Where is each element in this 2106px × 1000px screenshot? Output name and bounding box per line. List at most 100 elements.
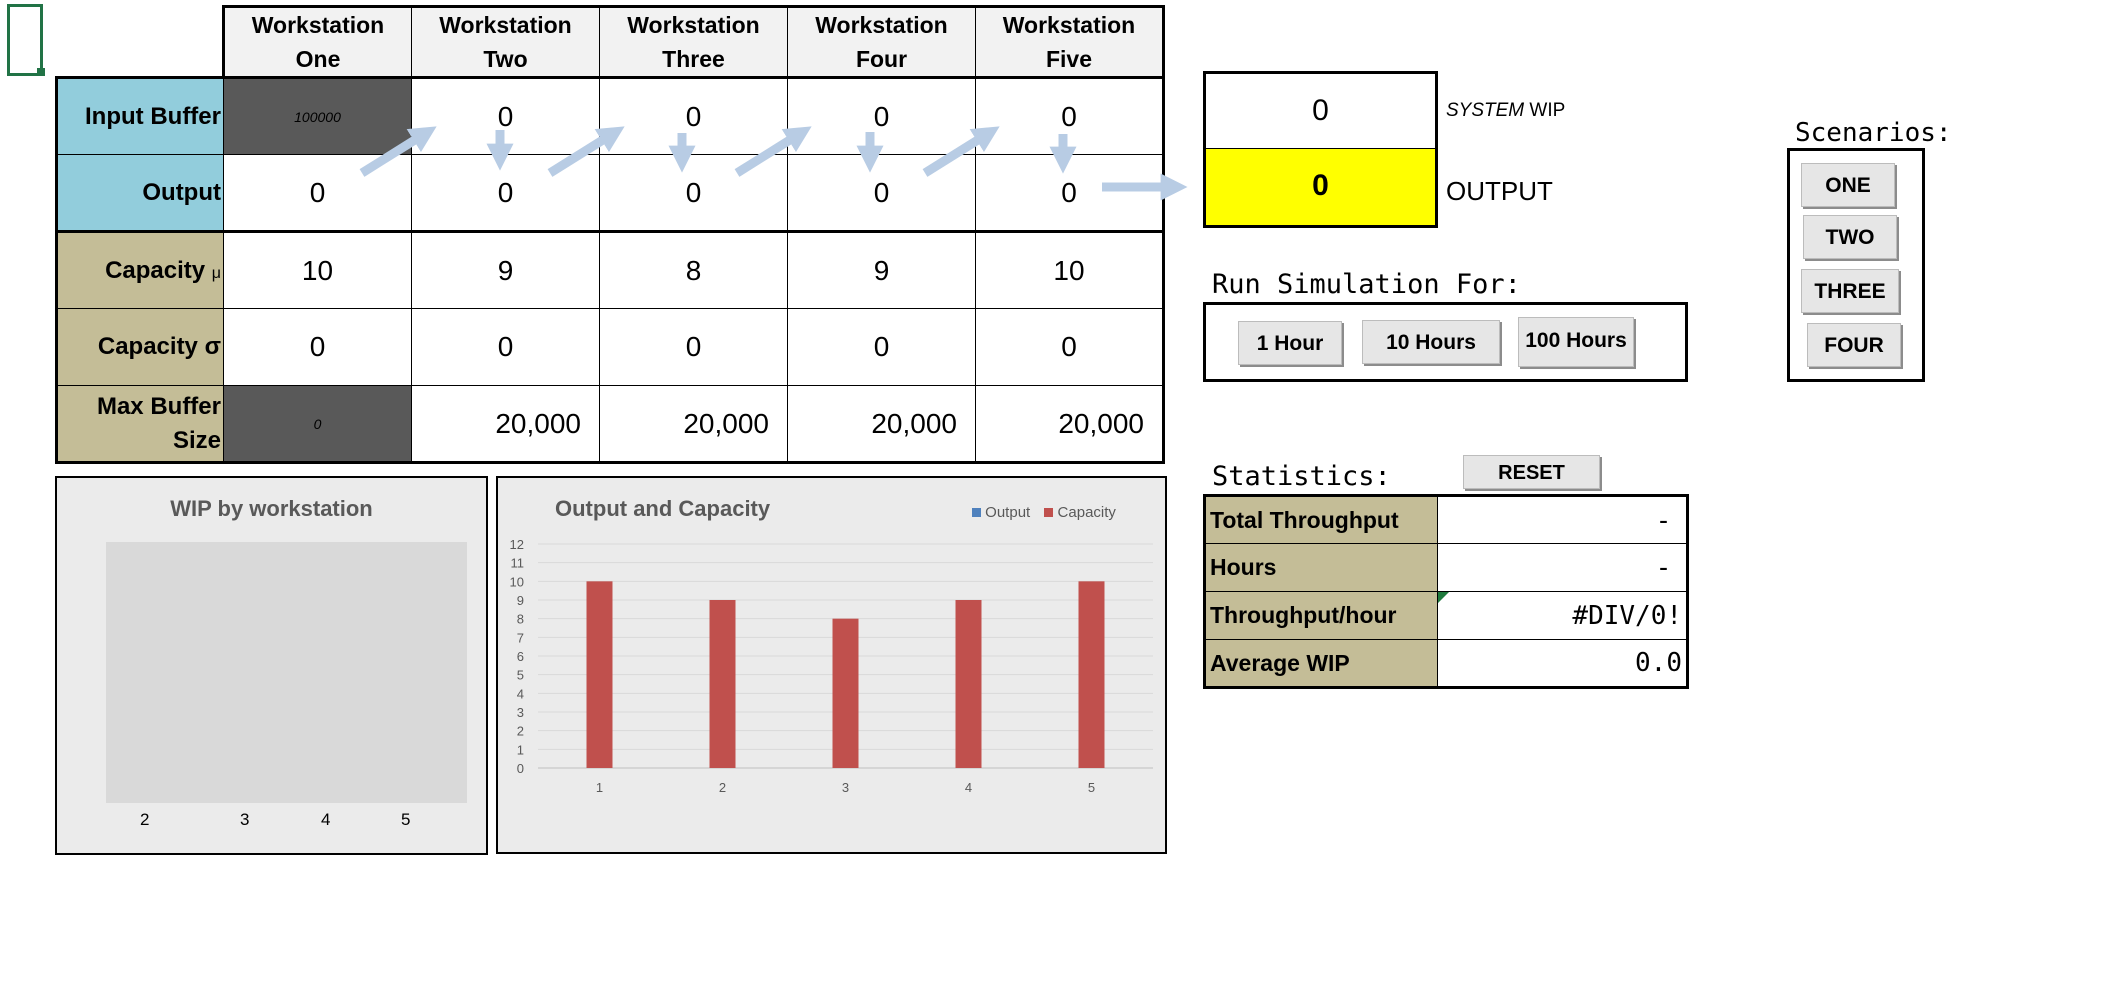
stat-label: Average WIP <box>1203 639 1438 689</box>
scenario-one-button[interactable]: ONE <box>1801 163 1895 207</box>
bar-capacity[interactable] <box>586 581 613 768</box>
wip-chart-x-tick: 2 <box>140 810 150 829</box>
selected-cell-indicator[interactable] <box>7 4 43 76</box>
legend-label-capacity: Capacity <box>1057 504 1116 521</box>
max-buffer-cell[interactable]: 20,000 <box>975 385 1165 464</box>
scenario-four-button[interactable]: FOUR <box>1807 323 1901 367</box>
input-buffer-cell[interactable]: 0 <box>411 76 600 155</box>
y-tick-label: 1 <box>517 742 524 757</box>
wip-chart-x-tick: 3 <box>240 810 250 829</box>
y-tick-label: 10 <box>510 574 524 589</box>
y-tick-label: 12 <box>510 537 524 552</box>
run-simulation-panel <box>1203 302 1688 382</box>
y-tick-label: 6 <box>517 649 524 664</box>
run-simulation-title: Run Simulation For: <box>1212 269 1521 300</box>
x-tick-label: 2 <box>719 780 726 795</box>
max-buffer-cell[interactable]: 20,000 <box>411 385 600 464</box>
y-tick-label: 4 <box>517 686 524 701</box>
max-buffer-cell[interactable]: 0 <box>223 385 412 464</box>
capacity-sigma-cell[interactable]: 0 <box>975 308 1165 386</box>
input-buffer-cell[interactable]: 0 <box>975 76 1165 155</box>
y-tick-label: 8 <box>517 612 524 627</box>
table-corner <box>56 6 224 78</box>
scenario-three-button[interactable]: THREE <box>1801 269 1899 313</box>
y-tick-label: 3 <box>517 705 524 720</box>
capacity-sigma-label: Capacity σ <box>55 308 224 386</box>
fill-handle[interactable] <box>37 68 45 76</box>
statistics-table: Total Throughput - Hours - Throughput/ho… <box>1203 494 1689 689</box>
y-tick-label: 9 <box>517 593 524 608</box>
scenario-two-button[interactable]: TWO <box>1803 215 1897 259</box>
input-buffer-cell[interactable]: 100000 <box>223 76 412 155</box>
run-1-hour-button[interactable]: 1 Hour <box>1238 321 1342 365</box>
system-output-value[interactable]: 0 <box>1203 148 1438 228</box>
wip-chart[interactable]: WIP by workstation 2 3 4 5 <box>55 476 488 855</box>
reset-button[interactable]: RESET <box>1463 455 1600 489</box>
wip-chart-title: WIP by workstation <box>170 496 373 521</box>
system-wip-label: SYSTEM WIP <box>1446 100 1566 121</box>
capacity-mu-cell[interactable]: 10 <box>223 231 412 309</box>
x-tick-label: 1 <box>596 780 603 795</box>
output-cell[interactable]: 0 <box>411 154 600 233</box>
run-10-hours-button[interactable]: 10 Hours <box>1362 320 1500 364</box>
x-tick-label: 4 <box>965 780 972 795</box>
capacity-mu-cell[interactable]: 9 <box>411 231 600 309</box>
bar-capacity[interactable] <box>832 618 859 768</box>
stat-value[interactable]: - <box>1437 494 1689 544</box>
run-100-hours-button[interactable]: 100 Hours <box>1518 317 1634 367</box>
max-buffer-cell[interactable]: 20,000 <box>599 385 788 464</box>
input-buffer-cell[interactable]: 0 <box>787 76 976 155</box>
capacity-sigma-cell[interactable]: 0 <box>411 308 600 386</box>
capacity-sigma-cell[interactable]: 0 <box>223 308 412 386</box>
y-tick-label: 11 <box>511 556 525 571</box>
stat-label: Hours <box>1203 543 1438 592</box>
output-capacity-chart-title: Output and Capacity <box>555 496 771 521</box>
capacity-sigma-cell[interactable]: 0 <box>787 308 976 386</box>
output-label: Output <box>55 154 224 233</box>
bar-capacity[interactable] <box>709 600 736 768</box>
wip-chart-x-tick: 4 <box>321 810 331 829</box>
y-tick-label: 2 <box>517 724 524 739</box>
y-tick-label: 0 <box>517 761 524 776</box>
capacity-mu-cell[interactable]: 9 <box>787 231 976 309</box>
system-wip-value[interactable]: 0 <box>1203 71 1438 151</box>
output-cell[interactable]: 0 <box>975 154 1165 233</box>
chart-legend: Output Capacity <box>972 504 1116 521</box>
error-indicator-icon <box>1438 592 1449 603</box>
output-cell[interactable]: 0 <box>223 154 412 233</box>
system-output-label: OUTPUT <box>1446 176 1553 206</box>
input-buffer-label: Input Buffer <box>55 76 224 155</box>
capacity-sigma-cell[interactable]: 0 <box>599 308 788 386</box>
scenarios-panel <box>1787 148 1925 382</box>
bar-capacity[interactable] <box>955 600 982 768</box>
statistics-title: Statistics: <box>1212 461 1391 492</box>
wip-chart-plot-area <box>106 542 467 803</box>
stat-label: Throughput/hour <box>1203 591 1438 640</box>
legend-swatch-output <box>972 508 981 517</box>
capacity-mu-cell[interactable]: 8 <box>599 231 788 309</box>
output-cell[interactable]: 0 <box>599 154 788 233</box>
legend-swatch-capacity <box>1044 508 1054 517</box>
bar-capacity[interactable] <box>1078 581 1105 768</box>
input-buffer-cell[interactable]: 0 <box>599 76 788 155</box>
stat-label: Total Throughput <box>1203 494 1438 544</box>
legend-label-output: Output <box>985 504 1031 521</box>
x-tick-label: 3 <box>842 780 849 795</box>
capacity-mu-label: Capacity μ <box>55 231 224 309</box>
stat-value[interactable]: #DIV/0! <box>1437 591 1689 640</box>
output-cell[interactable]: 0 <box>787 154 976 233</box>
stat-value[interactable]: - <box>1437 543 1689 592</box>
stat-value[interactable]: 0.0 <box>1437 639 1689 689</box>
capacity-mu-cell[interactable]: 10 <box>975 231 1165 309</box>
wip-chart-x-tick: 5 <box>401 810 411 829</box>
max-buffer-cell[interactable]: 20,000 <box>787 385 976 464</box>
